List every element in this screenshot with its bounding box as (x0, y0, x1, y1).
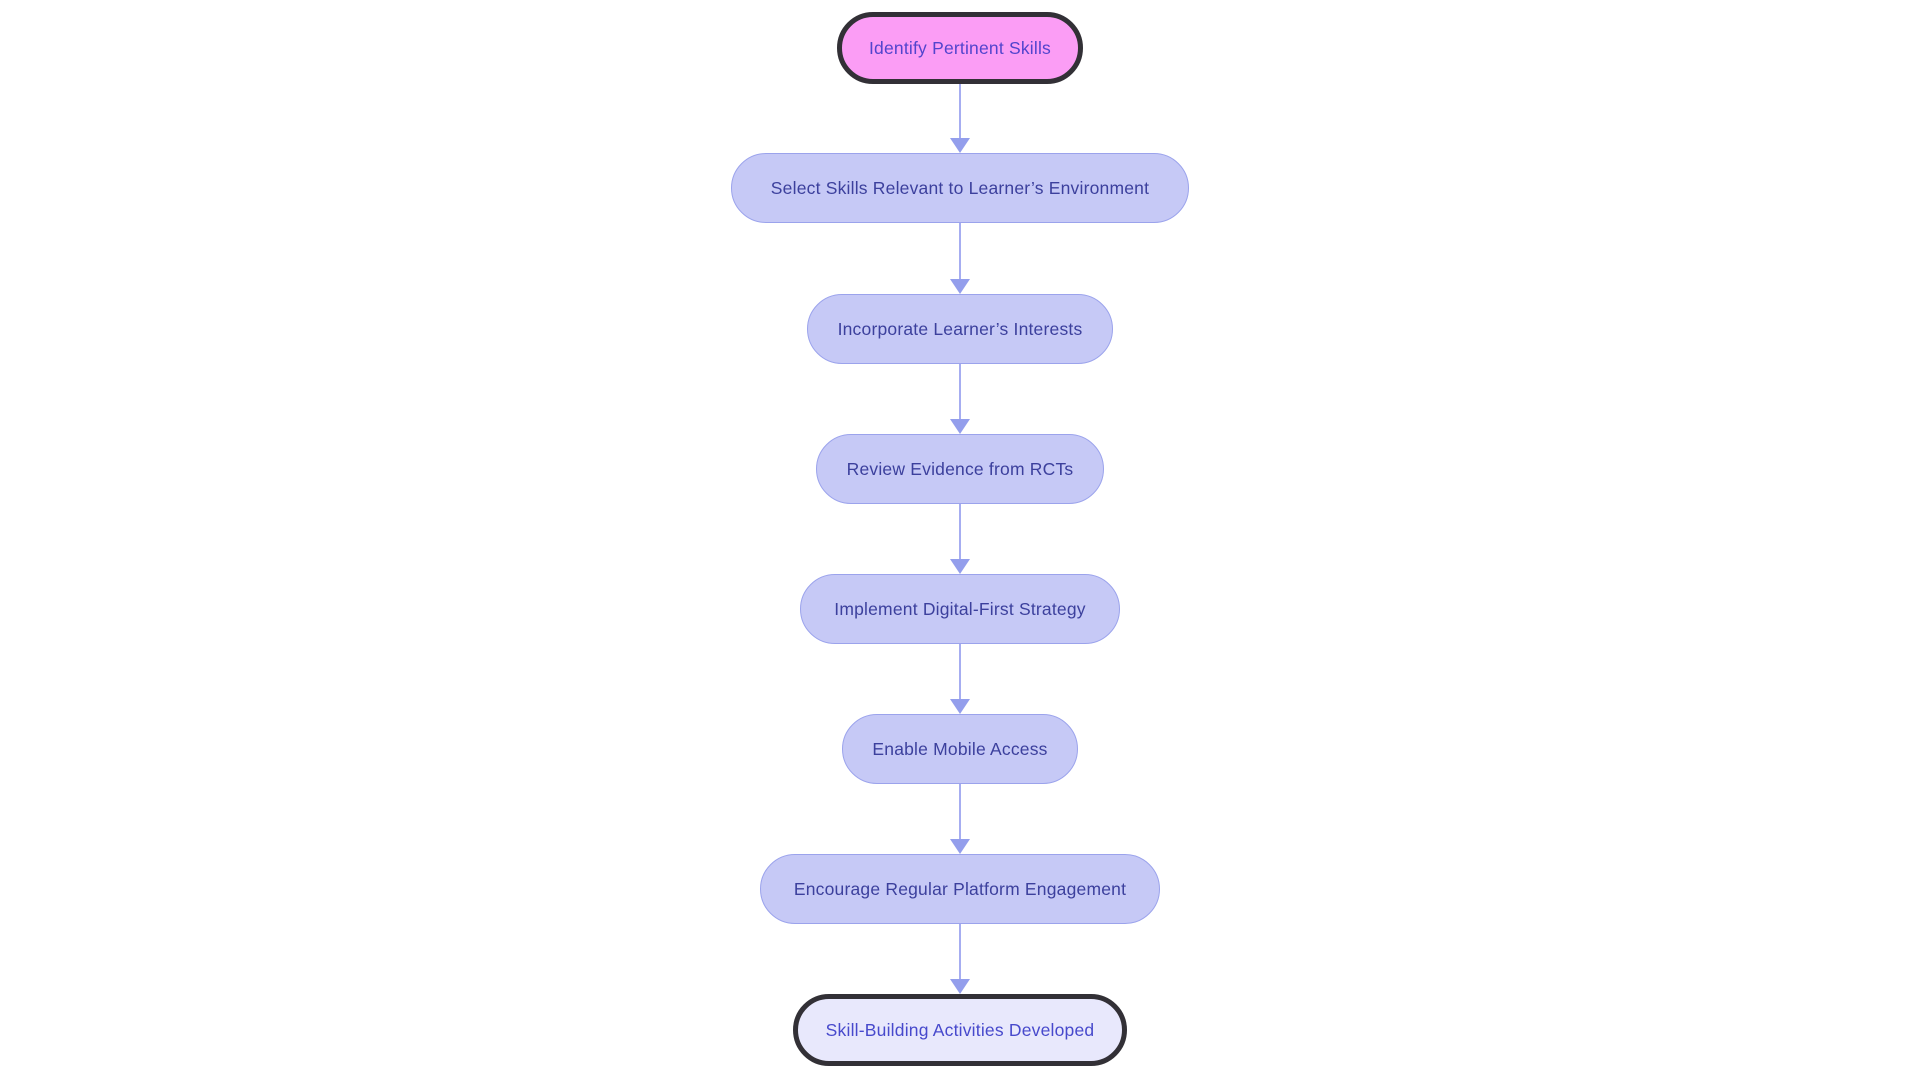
arrow-shaft (958, 924, 962, 979)
arrowhead-down-icon (950, 979, 970, 994)
flow-node-review-evidence-rcts: Review Evidence from RCTs (816, 434, 1104, 504)
arrowhead-down-icon (950, 699, 970, 714)
flow-arrow-4 (950, 504, 970, 574)
flow-arrow-7 (950, 924, 970, 994)
flow-node-enable-mobile-access: Enable Mobile Access (842, 714, 1078, 784)
flow-node-select-skills-relevant: Select Skills Relevant to Learner’s Envi… (731, 153, 1189, 223)
flow-node-identify-pertinent-skills: Identify Pertinent Skills (837, 12, 1083, 84)
arrowhead-down-icon (950, 138, 970, 153)
arrow-shaft (958, 84, 962, 138)
flow-arrow-1 (950, 84, 970, 153)
arrow-shaft (958, 223, 962, 279)
arrow-shaft (958, 644, 962, 699)
arrowhead-down-icon (950, 559, 970, 574)
flow-node-encourage-platform-engagement: Encourage Regular Platform Engagement (760, 854, 1160, 924)
flow-node-incorporate-learners-interests: Incorporate Learner’s Interests (807, 294, 1113, 364)
flow-node-implement-digital-first: Implement Digital-First Strategy (800, 574, 1120, 644)
arrow-shaft (958, 364, 962, 419)
arrowhead-down-icon (950, 279, 970, 294)
flow-arrow-5 (950, 644, 970, 714)
flow-arrow-6 (950, 784, 970, 854)
arrow-shaft (958, 784, 962, 839)
flow-node-skill-building-developed: Skill-Building Activities Developed (793, 994, 1127, 1066)
arrowhead-down-icon (950, 839, 970, 854)
arrow-shaft (958, 504, 962, 559)
flow-arrow-3 (950, 364, 970, 434)
arrowhead-down-icon (950, 419, 970, 434)
flow-arrow-2 (950, 223, 970, 294)
